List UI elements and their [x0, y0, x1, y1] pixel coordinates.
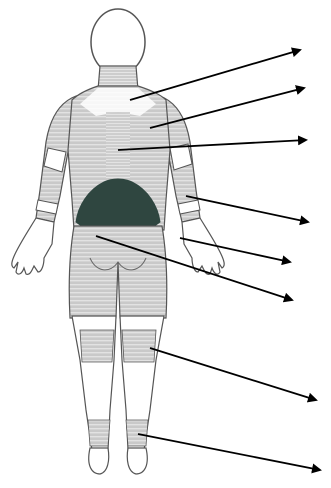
right-knee-band: [122, 330, 156, 362]
spine-panel: [106, 112, 130, 178]
arrow-elbow: [186, 196, 308, 222]
right-foot: [127, 448, 147, 474]
arrow-neck: [130, 50, 300, 100]
hips: [69, 226, 167, 318]
left-foot: [89, 448, 109, 474]
right-ankle-band: [126, 420, 148, 446]
left-ankle-band: [88, 420, 110, 446]
head: [91, 9, 145, 75]
left-knee-band: [80, 330, 114, 362]
arrow-ankle: [138, 434, 320, 470]
arrow-knee: [150, 348, 316, 400]
left-hand: [12, 218, 54, 274]
